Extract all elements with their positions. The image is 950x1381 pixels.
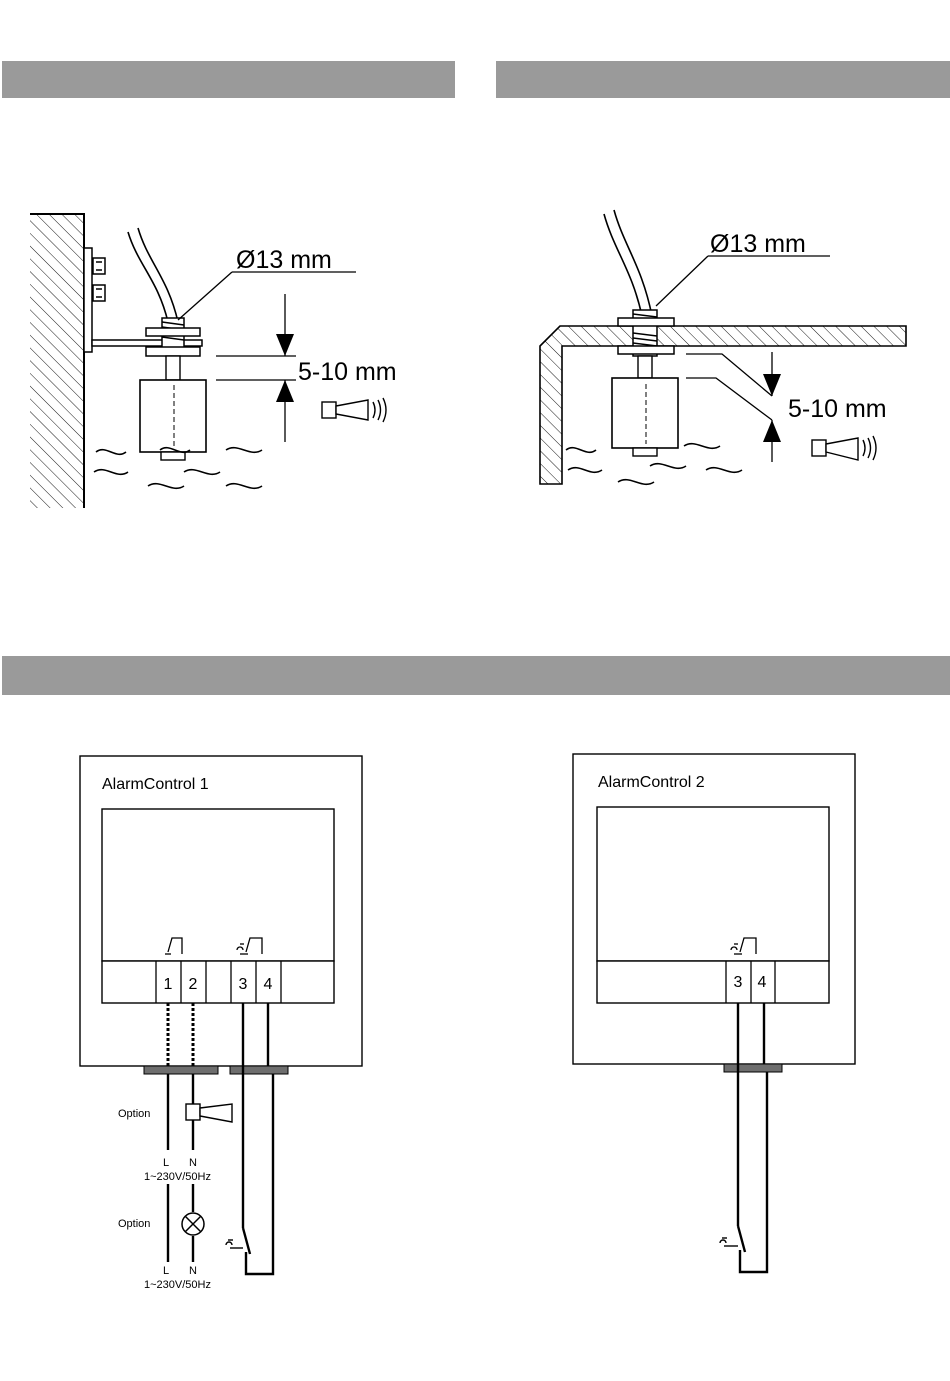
option-label-2: Option [118, 1218, 150, 1230]
cable-gland-1 [144, 1066, 218, 1074]
wall-hatch [30, 214, 84, 508]
unit1-terminal-1: 1 [164, 976, 173, 993]
supply-L-1: L [163, 1157, 169, 1169]
cable-gland-3 [724, 1064, 782, 1072]
unit1-title: AlarmControl 1 [102, 776, 209, 793]
unit2-terminal-3: 3 [734, 974, 743, 991]
diameter-label-right: Ø13 mm [710, 230, 806, 258]
horn-icon-unit1 [186, 1104, 232, 1122]
gap-label-left: 5-10 mm [298, 358, 397, 386]
supply-N-2: N [189, 1265, 197, 1277]
threaded-stem [146, 318, 200, 356]
lamp-icon [182, 1213, 204, 1235]
unit-alarmcontrol-2: AlarmControl 2 3 4 [573, 754, 855, 1272]
unit1-terminal-3: 3 [239, 976, 248, 993]
cable-gland-2 [230, 1066, 288, 1074]
unit2-terminal-4: 4 [758, 974, 767, 991]
horn-icon [322, 398, 386, 422]
option-label-1: Option [118, 1108, 150, 1120]
unit2-title: AlarmControl 2 [598, 774, 705, 791]
gap-label-right: 5-10 mm [788, 395, 887, 423]
supply-L-2: L [163, 1265, 169, 1277]
unit1-terminal-4: 4 [264, 976, 273, 993]
supply-spec-2: 1~230V/50Hz [144, 1279, 211, 1291]
float-switch-symbol-unit2 [720, 1238, 738, 1246]
supply-spec-1: 1~230V/50Hz [144, 1171, 211, 1183]
diameter-label-left: Ø13 mm [236, 246, 332, 274]
unit-alarmcontrol-1: AlarmControl 1 1 2 3 4 [80, 756, 362, 1291]
unit1-terminal-2: 2 [189, 976, 198, 993]
float-switch-symbol-unit1 [226, 1240, 243, 1248]
unit2-panel [597, 807, 829, 961]
float-body-right [612, 378, 678, 448]
figure-lid-mount: Ø13 mm 5-10 mm [540, 210, 906, 484]
unit2-terminal-strip [597, 961, 829, 1003]
unit1-panel [102, 809, 334, 961]
horn-icon-right [812, 436, 876, 460]
figure-wall-mount: Ø13 mm 5-10 mm [30, 214, 397, 508]
unit1-terminal-strip [102, 961, 334, 1003]
supply-N-1: N [189, 1157, 197, 1169]
float-body [140, 380, 206, 452]
